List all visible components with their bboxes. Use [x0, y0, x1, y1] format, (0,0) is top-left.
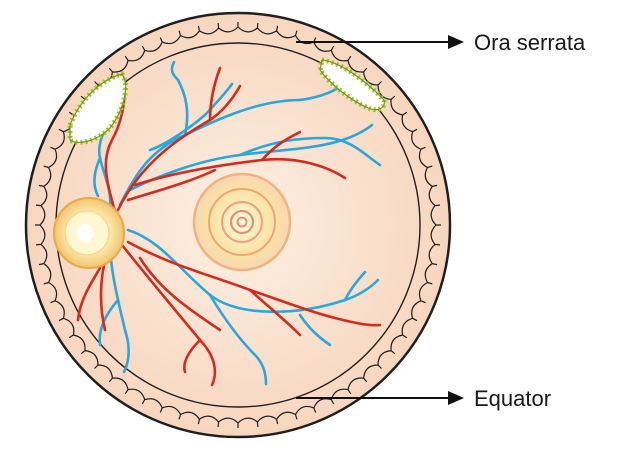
ora-serrata-label: Ora serrata — [474, 30, 586, 55]
ora-serrata-scallops — [35, 22, 441, 428]
lattice-lesion-left — [67, 71, 128, 145]
equator-callout: Equator — [296, 386, 551, 411]
retinal-arteries — [76, 66, 382, 387]
lattice-lesion-right — [317, 57, 387, 113]
ora-serrata-callout: Ora serrata — [296, 30, 586, 55]
equator-label: Equator — [474, 386, 551, 411]
macula — [192, 172, 292, 272]
optic-disc — [53, 197, 125, 269]
